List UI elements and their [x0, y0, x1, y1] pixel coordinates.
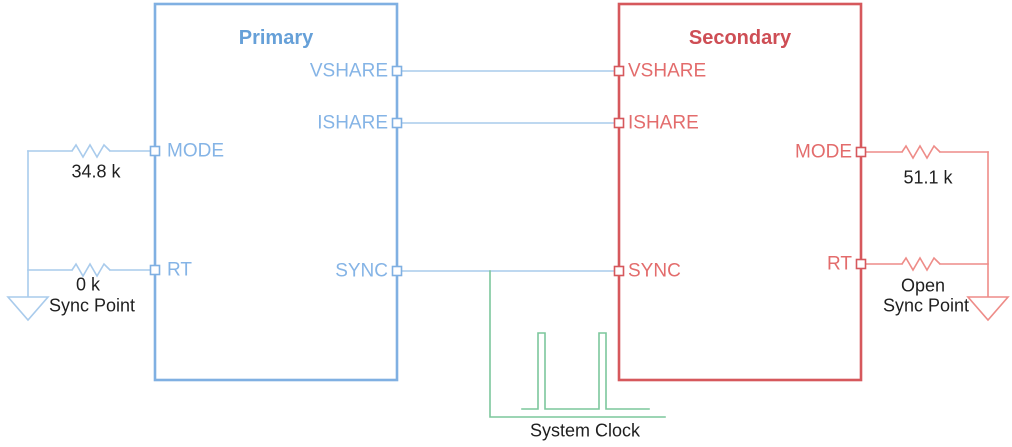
- pin-label-secondary-mode: MODE: [795, 141, 852, 163]
- pin-label-primary-ishare: ISHARE: [317, 112, 388, 134]
- resistor-value-primary-rt: 0 k: [75, 274, 101, 295]
- pin-label-primary-rt: RT: [167, 259, 192, 281]
- resistor-rt-primary-icon: [71, 262, 111, 278]
- primary-block-outline: [153, 2, 399, 382]
- ground-icon-right: [966, 296, 1010, 322]
- wire-sync-clock-branch: [489, 270, 666, 418]
- pin-secondary-ishare: [613, 117, 625, 129]
- sync-point-label-left: Sync Point: [48, 295, 136, 316]
- pin-primary-vshare: [391, 65, 403, 77]
- pin-secondary-mode: [855, 146, 867, 158]
- pin-label-primary-vshare: VSHARE: [309, 60, 388, 82]
- sync-point-label-right: Sync Point: [882, 295, 970, 316]
- pin-primary-mode: [149, 145, 161, 157]
- secondary-block-title: Secondary: [688, 27, 792, 49]
- secondary-block-outline: [617, 2, 863, 382]
- primary-block-title: Primary: [238, 27, 314, 49]
- ground-icon-left: [6, 296, 50, 322]
- clock-waveform-icon: [521, 332, 650, 410]
- pin-label-primary-sync: SYNC: [335, 260, 388, 282]
- pin-secondary-rt: [855, 258, 867, 270]
- resistor-mode-secondary-icon: [901, 144, 941, 160]
- pin-label-secondary-vshare: VSHARE: [628, 60, 707, 82]
- pin-label-secondary-rt: RT: [827, 253, 852, 275]
- resistor-value-primary-mode: 34.8 k: [71, 161, 121, 182]
- pin-label-secondary-sync: SYNC: [628, 260, 681, 282]
- resistor-value-secondary-mode: 51.1 k: [903, 167, 953, 188]
- pin-label-secondary-ishare: ISHARE: [628, 112, 699, 134]
- pin-primary-rt: [149, 264, 161, 276]
- pin-primary-sync: [391, 265, 403, 277]
- resistor-rt-secondary-icon: [901, 256, 941, 272]
- pin-secondary-sync: [613, 265, 625, 277]
- pin-primary-ishare: [391, 117, 403, 129]
- resistor-value-secondary-rt: Open: [900, 275, 946, 296]
- pin-secondary-vshare: [613, 65, 625, 77]
- resistor-mode-primary-icon: [71, 143, 111, 159]
- pin-label-primary-mode: MODE: [167, 140, 224, 162]
- system-clock-label: System Clock: [529, 420, 641, 441]
